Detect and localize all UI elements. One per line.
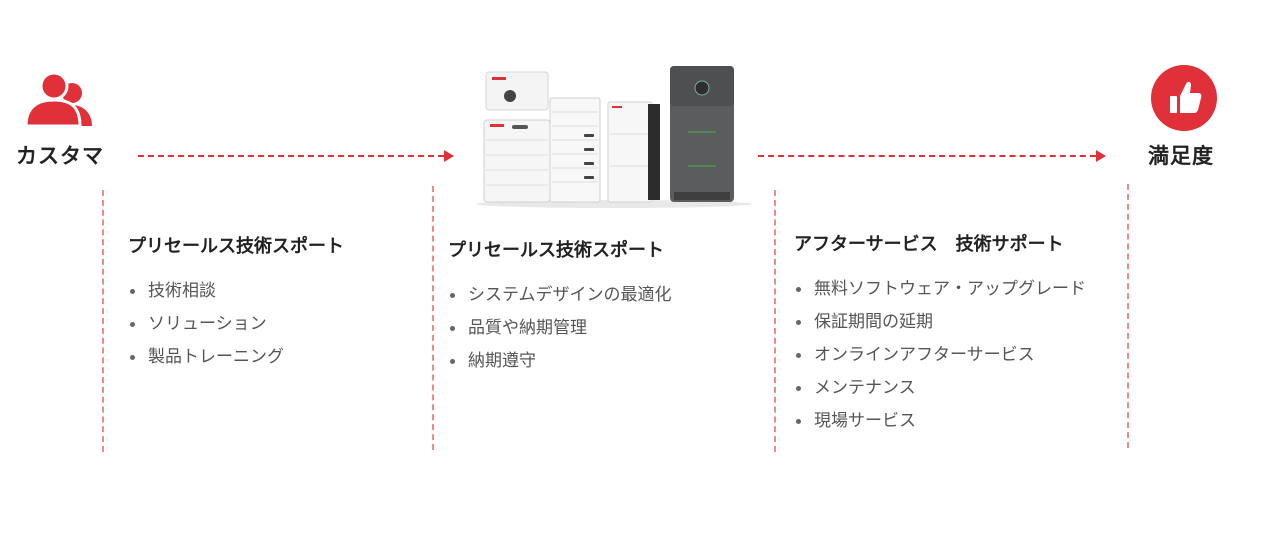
column-title: プリセールス技術スポート — [448, 240, 664, 261]
thumbs-up-icon — [1150, 64, 1218, 132]
battery-storage-products-image — [474, 62, 764, 210]
flow-arrowhead-1 — [444, 150, 454, 162]
list-item: 品質や納期管理 — [448, 317, 672, 350]
column-aftersales: アフターサービス 技術サポート 無料ソフトウェア・アップグレード 保証期間の延期… — [794, 230, 1086, 443]
column-presales-2: プリセールス技術スポート システムデザインの最適化 品質や納期管理 納期遵守 — [448, 236, 672, 383]
column-list: 無料ソフトウェア・アップグレード 保証期間の延期 オンラインアフターサービス メ… — [794, 278, 1086, 443]
satisfaction-label: 満足度 — [1148, 144, 1214, 168]
list-item: 無料ソフトウェア・アップグレード — [794, 278, 1086, 311]
column-title: アフターサービス 技術サポート — [794, 234, 1064, 255]
list-item: メンテナンス — [794, 377, 1086, 410]
customer-label: カスタマ — [16, 144, 104, 168]
customers-icon — [22, 70, 98, 128]
flow-arrowhead-2 — [1096, 150, 1106, 162]
divider-4 — [1127, 184, 1129, 448]
list-item: ソリューション — [128, 313, 344, 346]
flow-arrow-1 — [138, 155, 444, 157]
list-item: 保証期間の延期 — [794, 311, 1086, 344]
column-title: プリセールス技術スポート — [128, 236, 344, 257]
divider-2 — [432, 186, 434, 450]
list-item: 現場サービス — [794, 410, 1086, 443]
column-list: システムデザインの最適化 品質や納期管理 納期遵守 — [448, 284, 672, 383]
list-item: システムデザインの最適化 — [448, 284, 672, 317]
list-item: 納期遵守 — [448, 350, 672, 383]
flow-arrow-2 — [758, 155, 1096, 157]
column-list: 技術相談 ソリューション 製品トレーニング — [128, 280, 344, 379]
list-item: オンラインアフターサービス — [794, 344, 1086, 377]
list-item: 製品トレーニング — [128, 346, 344, 379]
column-presales-1: プリセールス技術スポート 技術相談 ソリューション 製品トレーニング — [128, 232, 344, 379]
list-item: 技術相談 — [128, 280, 344, 313]
divider-3 — [774, 190, 776, 452]
divider-1 — [102, 190, 104, 452]
